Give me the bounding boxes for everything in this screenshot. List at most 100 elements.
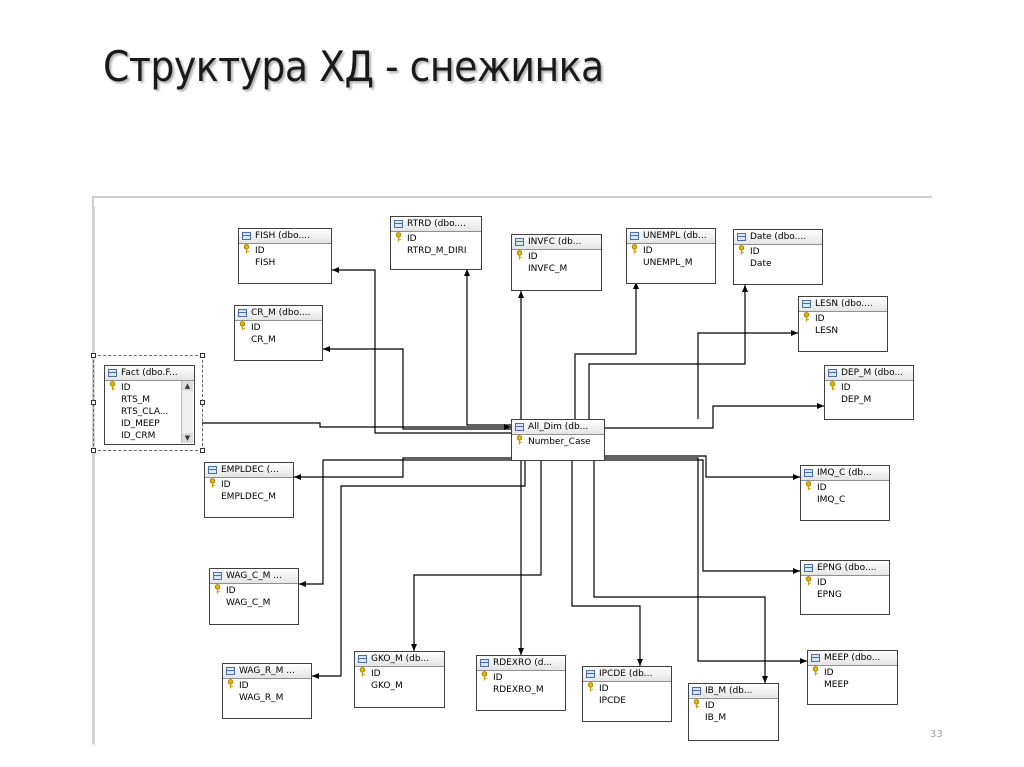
column-row[interactable]: WAG_C_M [214,597,298,609]
table-header[interactable]: GKO_M (db... [355,652,444,667]
column-row[interactable]: ID [516,250,601,263]
column-row[interactable]: ID [239,321,322,334]
column-row[interactable]: LESN [803,325,887,337]
column-row[interactable]: WAG_R_M [227,692,311,704]
resize-handle-mr[interactable] [200,400,205,405]
column-row[interactable]: EPNG [805,589,889,601]
table-header[interactable]: WAG_C_M ... [210,569,298,584]
column-row[interactable]: DEP_M [829,394,913,406]
resize-handle-tr[interactable] [200,353,205,358]
table-header[interactable]: RDEXRO (d... [477,656,565,671]
column-name: Number_Case [528,437,591,447]
table-header[interactable]: Fact (dbo.F... [105,366,194,381]
resize-handle-br[interactable] [200,448,205,453]
table-header[interactable]: CR_M (dbo.... [235,306,322,321]
column-row[interactable]: RDEXRO_M [481,684,565,696]
resize-handle-bl[interactable] [91,448,96,453]
column-row[interactable]: EMPLDEC_M [209,491,293,503]
scroll-up-icon[interactable]: ▲ [182,381,193,391]
column-row[interactable]: Number_Case [516,435,604,448]
column-row[interactable]: ID_CRM [109,430,194,442]
table-header[interactable]: UNEMPL (db... [627,229,715,244]
column-row[interactable]: ID [803,312,887,325]
table-header[interactable]: EPNG (dbo.... [801,561,889,576]
scroll-down-icon[interactable]: ▼ [182,433,193,443]
table-title: Fact (dbo.F... [121,368,178,378]
column-row[interactable]: ID [805,576,889,589]
column-row[interactable]: ID [812,666,897,679]
table-all-dim[interactable]: All_Dim (db... Number_Case [511,419,605,461]
column-row[interactable]: ID [805,481,889,494]
table-header[interactable]: WAG_R_M ... [223,664,311,679]
column-row[interactable]: RTS_CLA... [109,406,194,418]
column-row[interactable]: ID [738,245,822,259]
table-header[interactable]: RTRD (dbo.... [391,217,481,232]
column-row[interactable]: IMQ_C [805,494,889,506]
table-header[interactable]: IMQ_C (db... [801,466,889,481]
column-row[interactable]: CR_M [239,334,322,346]
column-row[interactable]: ID [359,667,444,680]
column-name: UNEMPL_M [643,258,693,268]
table-header[interactable]: EMPLDEC (... [205,463,293,478]
column-row[interactable]: ID [227,679,311,692]
table-header[interactable]: LESN (dbo.... [799,297,887,312]
column-row[interactable]: ID [829,381,913,394]
key-icon [738,245,750,259]
column-row[interactable]: ID [587,682,671,695]
table-header[interactable]: Date (dbo.... [734,230,822,245]
resize-handle-ml[interactable] [91,400,96,405]
column-row[interactable]: ID_MEEP [109,418,194,430]
fact-scrollbar[interactable]: ▲▼ [181,381,193,443]
resize-handle-tl[interactable] [91,353,96,358]
table-header[interactable]: FISH (dbo.... [239,229,331,244]
column-row[interactable]: GKO_M [359,680,444,692]
column-row[interactable]: ID [631,244,715,257]
column-row[interactable]: ID [693,699,778,712]
column-row[interactable]: Date [738,258,822,270]
table-header[interactable]: IB_M (db... [689,684,778,699]
column-row[interactable]: ID [209,478,293,491]
table-header[interactable]: INVFC (db... [512,235,601,250]
column-row[interactable]: INVFC_M [516,263,601,275]
column-row[interactable]: ID [243,244,331,257]
column-row[interactable]: IB_M [693,712,778,724]
fact-selection-frame[interactable] [91,353,205,453]
table-header[interactable]: MEEP (dbo... [808,651,897,666]
column-row[interactable]: ID [109,381,194,394]
table-title: LESN (dbo.... [815,299,873,309]
table-header[interactable]: IPCDE (db... [583,667,671,682]
column-row[interactable]: MEEP [812,679,897,691]
column-row[interactable]: ID [395,232,481,245]
column-row[interactable]: IPCDE [587,695,671,707]
column-row[interactable]: ID [481,671,565,684]
column-row[interactable]: RTS_M [109,394,194,406]
column-row[interactable]: FISH [243,257,331,269]
table-header[interactable]: All_Dim (db... [512,420,604,435]
column-name: RTRD_M_DIRI [407,246,467,256]
column-row[interactable]: ID [214,584,298,597]
table-header[interactable]: DEP_M (dbo... [825,366,913,381]
column-row[interactable]: RTRD_M_DIRI [395,245,481,257]
column-row[interactable]: UNEMPL_M [631,257,715,269]
